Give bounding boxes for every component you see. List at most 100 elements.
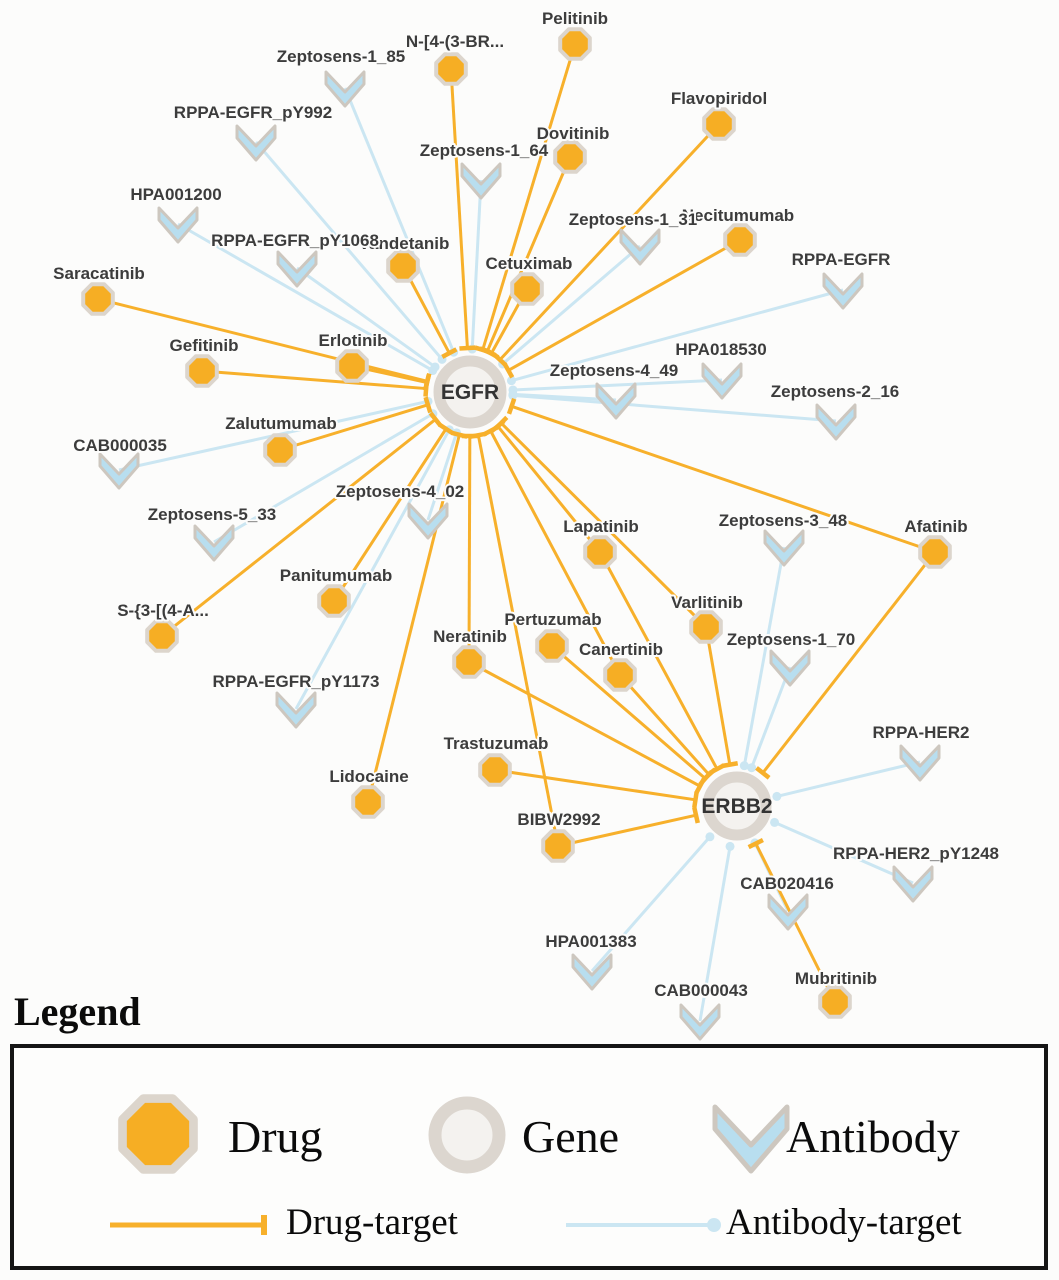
node-label-pelitinib: Pelitinib bbox=[542, 9, 608, 28]
drug-target-edge-flavopiridol bbox=[498, 122, 721, 361]
node-label-zeptosens-1-31: Zeptosens-1_31 bbox=[569, 210, 698, 229]
drug-edge-tee bbox=[506, 398, 517, 415]
drug-node-cetuximab bbox=[510, 272, 544, 306]
antibody-node-cab020416 bbox=[767, 893, 809, 931]
legend-antibody-target-line bbox=[566, 1218, 721, 1232]
drug-target-edge-varlitinib bbox=[704, 626, 732, 765]
legend-drug-target-line bbox=[110, 1215, 267, 1235]
legend-drug-target-label: Drug-target bbox=[286, 1202, 458, 1243]
drug-edge-tee bbox=[423, 396, 433, 414]
drug-node-zalutumumab bbox=[263, 433, 297, 467]
drug-target-edge-n4-3br bbox=[449, 68, 469, 349]
drug-edge-tee bbox=[438, 422, 454, 436]
node-label-n4-3br: N-[4-(3-BR... bbox=[406, 32, 504, 51]
gene-node-erbb2 bbox=[702, 771, 772, 841]
node-label-mubritinib: Mubritinib bbox=[795, 969, 877, 988]
antibody-target-edge-rppa-egfr-py1068 bbox=[296, 266, 436, 369]
antibody-target-edge-zeptosens-1-31 bbox=[501, 244, 641, 366]
drug-edge-tee bbox=[701, 767, 717, 782]
antibody-node-zeptosens-1-31 bbox=[619, 228, 661, 266]
drug-node-flavopiridol bbox=[702, 107, 736, 141]
node-label-cetuximab: Cetuximab bbox=[486, 254, 573, 273]
drug-node-varlitinib bbox=[689, 610, 723, 644]
drug-target-edge-lidocaine bbox=[366, 434, 461, 803]
drug-target-edge-dovitinib bbox=[485, 156, 572, 353]
gene-label-erbb2: ERBB2 bbox=[701, 795, 772, 818]
drug-target-edge-pertuzumab bbox=[551, 644, 707, 780]
antibody-node-zeptosens-1-85 bbox=[324, 70, 366, 108]
drug-node-vandetanib bbox=[386, 249, 420, 283]
antibody-node-rppa-her2 bbox=[899, 744, 941, 782]
node-label-pertuzumab: Pertuzumab bbox=[504, 610, 601, 629]
antibody-node-rppa-egfr-py1068 bbox=[276, 250, 318, 288]
drug-target-edge-bibw2992 bbox=[557, 813, 697, 848]
antibody-edge-endpoint bbox=[772, 791, 782, 801]
drug-target-edge-saracatinib bbox=[97, 297, 428, 383]
antibody-node-hpa018530 bbox=[701, 362, 743, 400]
node-label-zeptosens-1-70: Zeptosens-1_70 bbox=[727, 630, 856, 649]
node-layer bbox=[81, 27, 952, 1041]
node-label-neratinib: Neratinib bbox=[433, 627, 507, 646]
drug-edge-tee bbox=[694, 778, 706, 795]
drug-edge-tee bbox=[747, 837, 764, 850]
antibody-target-edge-zeptosens-1-85 bbox=[343, 87, 456, 353]
antibody-target-edge-zeptosens-4-02 bbox=[426, 432, 459, 521]
node-label-zeptosens-4-02: Zeptosens-4_02 bbox=[336, 482, 465, 501]
antibody-target-edge-zeptosens-3-48 bbox=[742, 546, 786, 766]
antibody-edge-endpoint bbox=[725, 841, 735, 851]
drug-target-edge-trastuzumab bbox=[494, 768, 696, 802]
legend-antibody-icon bbox=[712, 1104, 790, 1174]
antibody-edge-endpoint bbox=[705, 832, 715, 842]
antibody-edge-endpoint bbox=[770, 817, 780, 827]
node-label-zalutumumab: Zalutumumab bbox=[225, 414, 336, 433]
antibody-target-edge-hpa001383 bbox=[590, 835, 712, 972]
edge-layer bbox=[97, 43, 937, 1022]
drug-target-edge-afatinib bbox=[761, 551, 937, 774]
drug-node-neratinib bbox=[452, 645, 486, 679]
node-label-hpa001383: HPA001383 bbox=[545, 932, 636, 951]
node-label-rppa-egfr-py1173: RPPA-EGFR_pY1173 bbox=[213, 672, 380, 691]
drug-edge-tee bbox=[721, 761, 739, 769]
antibody-node-rppa-egfr-py1173 bbox=[275, 691, 317, 729]
node-label-hpa018530: HPA018530 bbox=[675, 340, 766, 359]
drug-node-bibw2992 bbox=[541, 829, 575, 863]
node-label-saracatinib: Saracatinib bbox=[53, 264, 145, 283]
drug-edge-tee bbox=[692, 806, 700, 824]
node-label-lidocaine: Lidocaine bbox=[329, 767, 408, 786]
node-label-rppa-egfr-py992: RPPA-EGFR_pY992 bbox=[174, 103, 332, 122]
drug-target-edge-panitumumab bbox=[332, 428, 448, 602]
node-label-cab000035: CAB000035 bbox=[73, 436, 167, 455]
antibody-target-edge-rppa-egfr-py1173 bbox=[294, 428, 451, 710]
antibody-node-rppa-her2-py1248 bbox=[892, 865, 934, 903]
drug-target-edge-canertinib bbox=[489, 430, 622, 676]
drug-target-edge-neratinib bbox=[467, 435, 472, 663]
antibody-node-cab000035 bbox=[98, 452, 140, 490]
node-label-varlitinib: Varlitinib bbox=[671, 593, 743, 612]
drug-edge-tee bbox=[441, 347, 458, 359]
antibody-target-edge-zeptosens-5-33 bbox=[213, 412, 434, 544]
antibody-target-edge-zeptosens-1-64 bbox=[470, 179, 483, 350]
antibody-target-edge-zeptosens-1-70 bbox=[750, 666, 792, 769]
drug-node-afatinib bbox=[918, 535, 952, 569]
node-label-rppa-her2: RPPA-HER2 bbox=[873, 723, 970, 742]
drug-node-s3-4a bbox=[145, 619, 179, 653]
drug-edge-tee bbox=[483, 347, 500, 360]
drug-target-edge-afatinib bbox=[511, 404, 936, 554]
drug-node-pelitinib bbox=[558, 27, 592, 61]
node-label-zeptosens-4-49: Zeptosens-4_49 bbox=[550, 361, 679, 380]
node-label-lapatinib: Lapatinib bbox=[563, 517, 639, 536]
node-label-panitumumab: Panitumumab bbox=[280, 566, 392, 585]
antibody-node-zeptosens-1-70 bbox=[769, 649, 811, 687]
drug-node-necitumumab bbox=[723, 223, 757, 257]
drug-node-dovitinib bbox=[553, 140, 587, 174]
legend-antibody-label: Antibody bbox=[786, 1111, 960, 1162]
antibody-edge-endpoint bbox=[508, 390, 518, 400]
antibody-node-hpa001200 bbox=[157, 206, 199, 244]
legend-title: Legend bbox=[14, 989, 141, 1034]
drug-node-trastuzumab bbox=[478, 753, 512, 787]
drug-edge-tee bbox=[692, 791, 699, 809]
node-label-s3-4a: S-{3-[(4-A... bbox=[117, 601, 209, 620]
drug-node-saracatinib bbox=[81, 282, 115, 316]
node-label-zeptosens-1-85: Zeptosens-1_85 bbox=[277, 47, 406, 66]
drug-edge-tee bbox=[755, 766, 771, 780]
